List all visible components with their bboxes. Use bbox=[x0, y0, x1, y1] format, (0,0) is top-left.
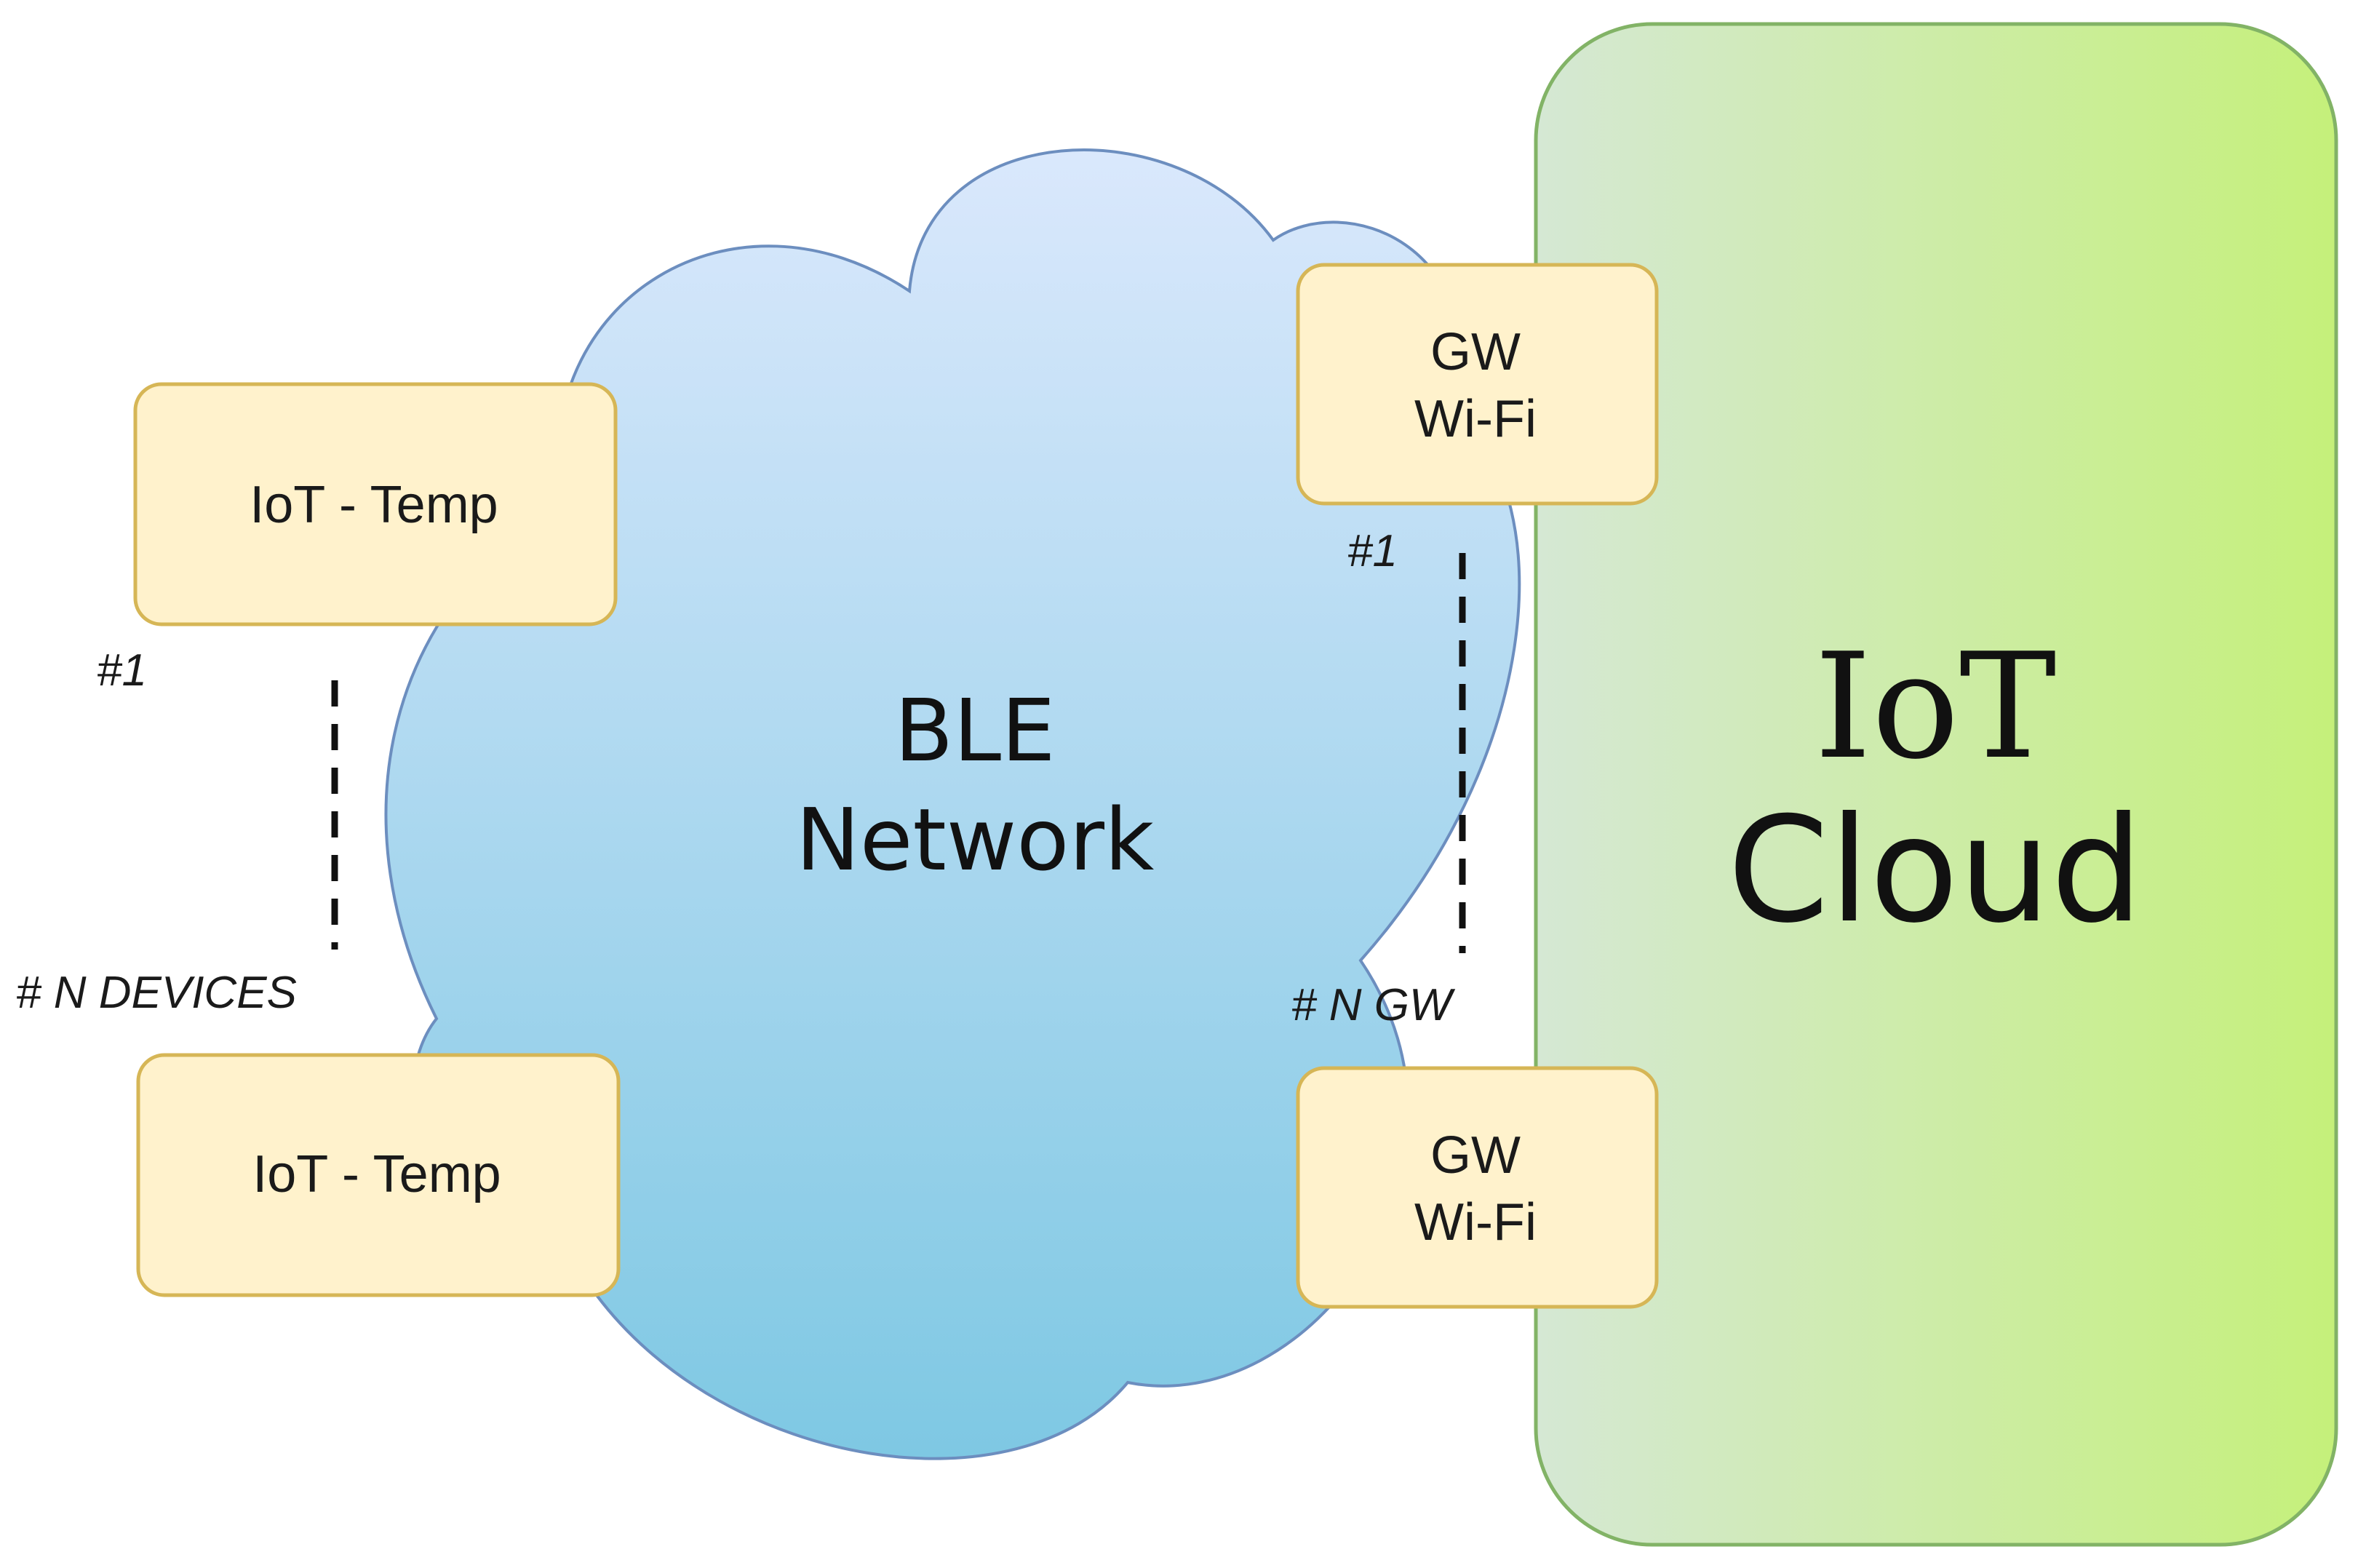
ble-network-title-line1: BLE bbox=[894, 680, 1055, 781]
iot-temp-device-bottom: IoT - Temp bbox=[136, 1053, 621, 1297]
gateway-bottom-label-line2: Wi-Fi bbox=[1414, 1193, 1537, 1251]
device-count-last-label: # N DEVICES bbox=[16, 968, 297, 1018]
iot-cloud-title-line2: Cloud bbox=[1727, 786, 2143, 955]
gateway-top-label-line1: GW bbox=[1430, 323, 1521, 381]
gateway-count-first-label: #1 bbox=[1347, 526, 1398, 576]
iot-temp-device-bottom-label: IoT - Temp bbox=[252, 1145, 501, 1203]
gateway-wifi-bottom: GW Wi-Fi bbox=[1296, 1066, 1659, 1309]
device-count-first-label: #1 bbox=[97, 645, 147, 696]
iot-cloud-panel bbox=[1534, 22, 2338, 1547]
ble-network-title-line2: Network bbox=[796, 789, 1155, 890]
iot-temp-device-top: IoT - Temp bbox=[133, 382, 618, 626]
gateway-bottom-label-line1: GW bbox=[1430, 1126, 1521, 1185]
gateway-wifi-top: GW Wi-Fi bbox=[1296, 263, 1659, 506]
iot-temp-device-top-label: IoT - Temp bbox=[250, 476, 498, 534]
gateway-top-label-line2: Wi-Fi bbox=[1414, 390, 1537, 448]
gateway-count-last-label: # N GW bbox=[1291, 980, 1456, 1030]
iot-cloud-title-line1: IoT bbox=[1815, 622, 2057, 792]
